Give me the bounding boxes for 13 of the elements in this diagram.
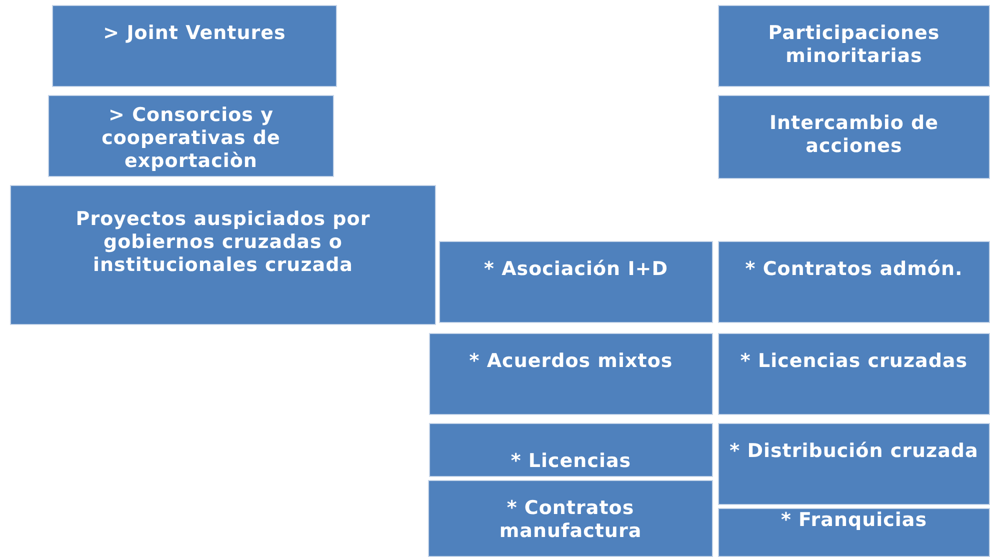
text-box: Intercambio de acciones — [718, 95, 990, 179]
text-box: Participaciones minoritarias — [718, 5, 990, 87]
text-box: > Consorcios y cooperativas de exportaciòn — [48, 95, 334, 177]
text-box: > Joint Ventures — [52, 5, 337, 87]
text-box: * Acuerdos mixtos — [429, 333, 713, 415]
text-box: * Licencias — [429, 423, 713, 477]
text-box: * Contratos admón. — [718, 241, 990, 323]
text-box: * Licencias cruzadas — [718, 333, 990, 415]
text-box: * Asociación I+D — [439, 241, 713, 323]
text-box: Proyectos auspiciados por gobiernos cruzadas o institucionales cruzada — [10, 185, 436, 325]
text-box: * Contratos manufactura — [428, 480, 713, 557]
text-box: * Franquicias — [718, 508, 990, 557]
text-box: * Distribución cruzada — [718, 423, 990, 505]
